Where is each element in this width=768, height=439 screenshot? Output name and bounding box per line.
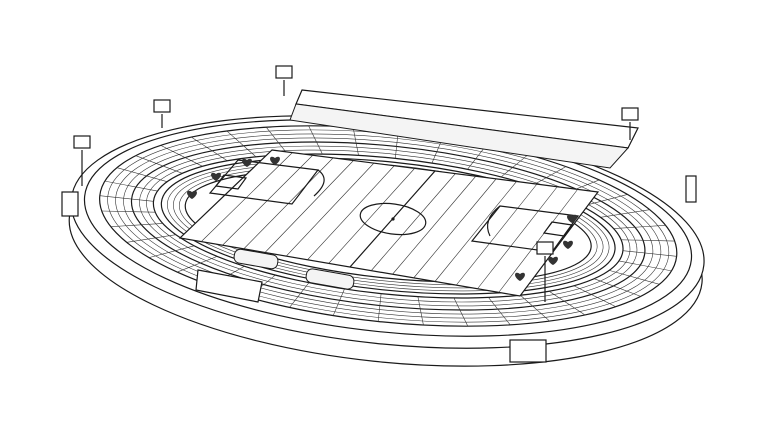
heart-marks xyxy=(187,156,577,281)
main-stand-seating xyxy=(289,103,630,169)
heart-icon xyxy=(515,272,525,281)
floodlight xyxy=(275,65,293,96)
entrance-block xyxy=(195,269,263,303)
pitch-stripe xyxy=(328,168,415,264)
aisle-line xyxy=(417,296,424,326)
aisle-line xyxy=(594,278,641,297)
aisle-line xyxy=(352,126,359,156)
heart-icon xyxy=(211,172,221,181)
aisle-line xyxy=(573,285,616,307)
aisle-line xyxy=(265,126,289,155)
heart-icon xyxy=(567,214,577,223)
corner-block-left xyxy=(61,191,79,217)
aisle-line xyxy=(609,270,660,285)
corner-blocks xyxy=(61,175,697,363)
right-goal-box xyxy=(542,221,574,237)
aisle-line xyxy=(520,294,550,322)
floodlight xyxy=(536,241,554,302)
aisle-line xyxy=(226,130,257,158)
floodlight-lamp xyxy=(621,107,639,121)
aisle-line xyxy=(148,245,195,258)
floodlight-lamp xyxy=(536,241,554,255)
aisle-line xyxy=(618,260,672,272)
left-goal-box xyxy=(214,174,248,190)
aisle-line xyxy=(453,297,469,327)
aisle-line xyxy=(110,223,163,227)
pitch-stripe xyxy=(307,165,395,260)
floodlight-lamp xyxy=(73,135,91,149)
aisle-line xyxy=(332,288,345,316)
stand-aisles xyxy=(99,125,677,327)
aisle-line xyxy=(99,195,154,202)
aisle-line xyxy=(600,209,650,218)
aisle-line xyxy=(488,297,511,326)
pitch-stripe xyxy=(371,173,456,271)
aisle-line xyxy=(531,166,566,187)
pitch-stripe xyxy=(456,183,538,286)
pitch-stripe xyxy=(201,152,293,242)
floodlight xyxy=(73,135,91,186)
floodlight-lamp xyxy=(275,65,293,79)
floodlight xyxy=(621,107,639,140)
pitch-stripe xyxy=(286,162,375,257)
corner-block-bottom xyxy=(509,339,547,363)
heart-icon xyxy=(548,256,558,265)
aisle-line xyxy=(308,125,323,155)
right-penalty-arc xyxy=(487,205,501,237)
center-circle xyxy=(359,202,427,236)
tunnel-left xyxy=(233,248,279,270)
tunnel-right xyxy=(305,268,355,290)
aisle-line xyxy=(126,234,176,243)
aisle-line xyxy=(548,291,586,316)
football-pitch xyxy=(178,149,600,297)
aisle-line xyxy=(622,250,677,257)
aisle-line xyxy=(177,256,218,273)
pitch-stripe xyxy=(434,181,517,282)
aisle-line xyxy=(621,239,675,242)
heart-icon xyxy=(270,156,280,165)
aisle-line xyxy=(104,180,158,192)
tunnel-entrances xyxy=(195,248,355,303)
heart-icon xyxy=(563,240,573,249)
heart-icon xyxy=(187,190,197,199)
corner-block-right xyxy=(685,175,697,203)
floodlight-lamp xyxy=(153,99,171,113)
pitch-stripe xyxy=(498,189,578,293)
aisle-line xyxy=(135,155,183,174)
aisle-line xyxy=(191,136,228,161)
aisle-line xyxy=(500,154,529,178)
pitch-stripe xyxy=(413,178,497,279)
aisle-line xyxy=(377,293,382,322)
aisle-line xyxy=(289,282,310,308)
pitch-stripe xyxy=(264,160,354,253)
main-stand xyxy=(289,89,639,169)
heart-icon xyxy=(242,158,252,167)
pitch-stripe xyxy=(392,176,476,275)
aisle-line xyxy=(116,167,168,182)
aisle-line xyxy=(101,210,156,213)
pitch-stripe xyxy=(477,186,558,289)
center-spot xyxy=(391,217,395,221)
aisle-line xyxy=(160,145,203,167)
aisle-line xyxy=(613,225,666,229)
aisle-line xyxy=(582,194,628,207)
floodlights xyxy=(73,65,639,302)
floodlight xyxy=(153,99,171,128)
left-penalty-arc xyxy=(313,169,325,197)
